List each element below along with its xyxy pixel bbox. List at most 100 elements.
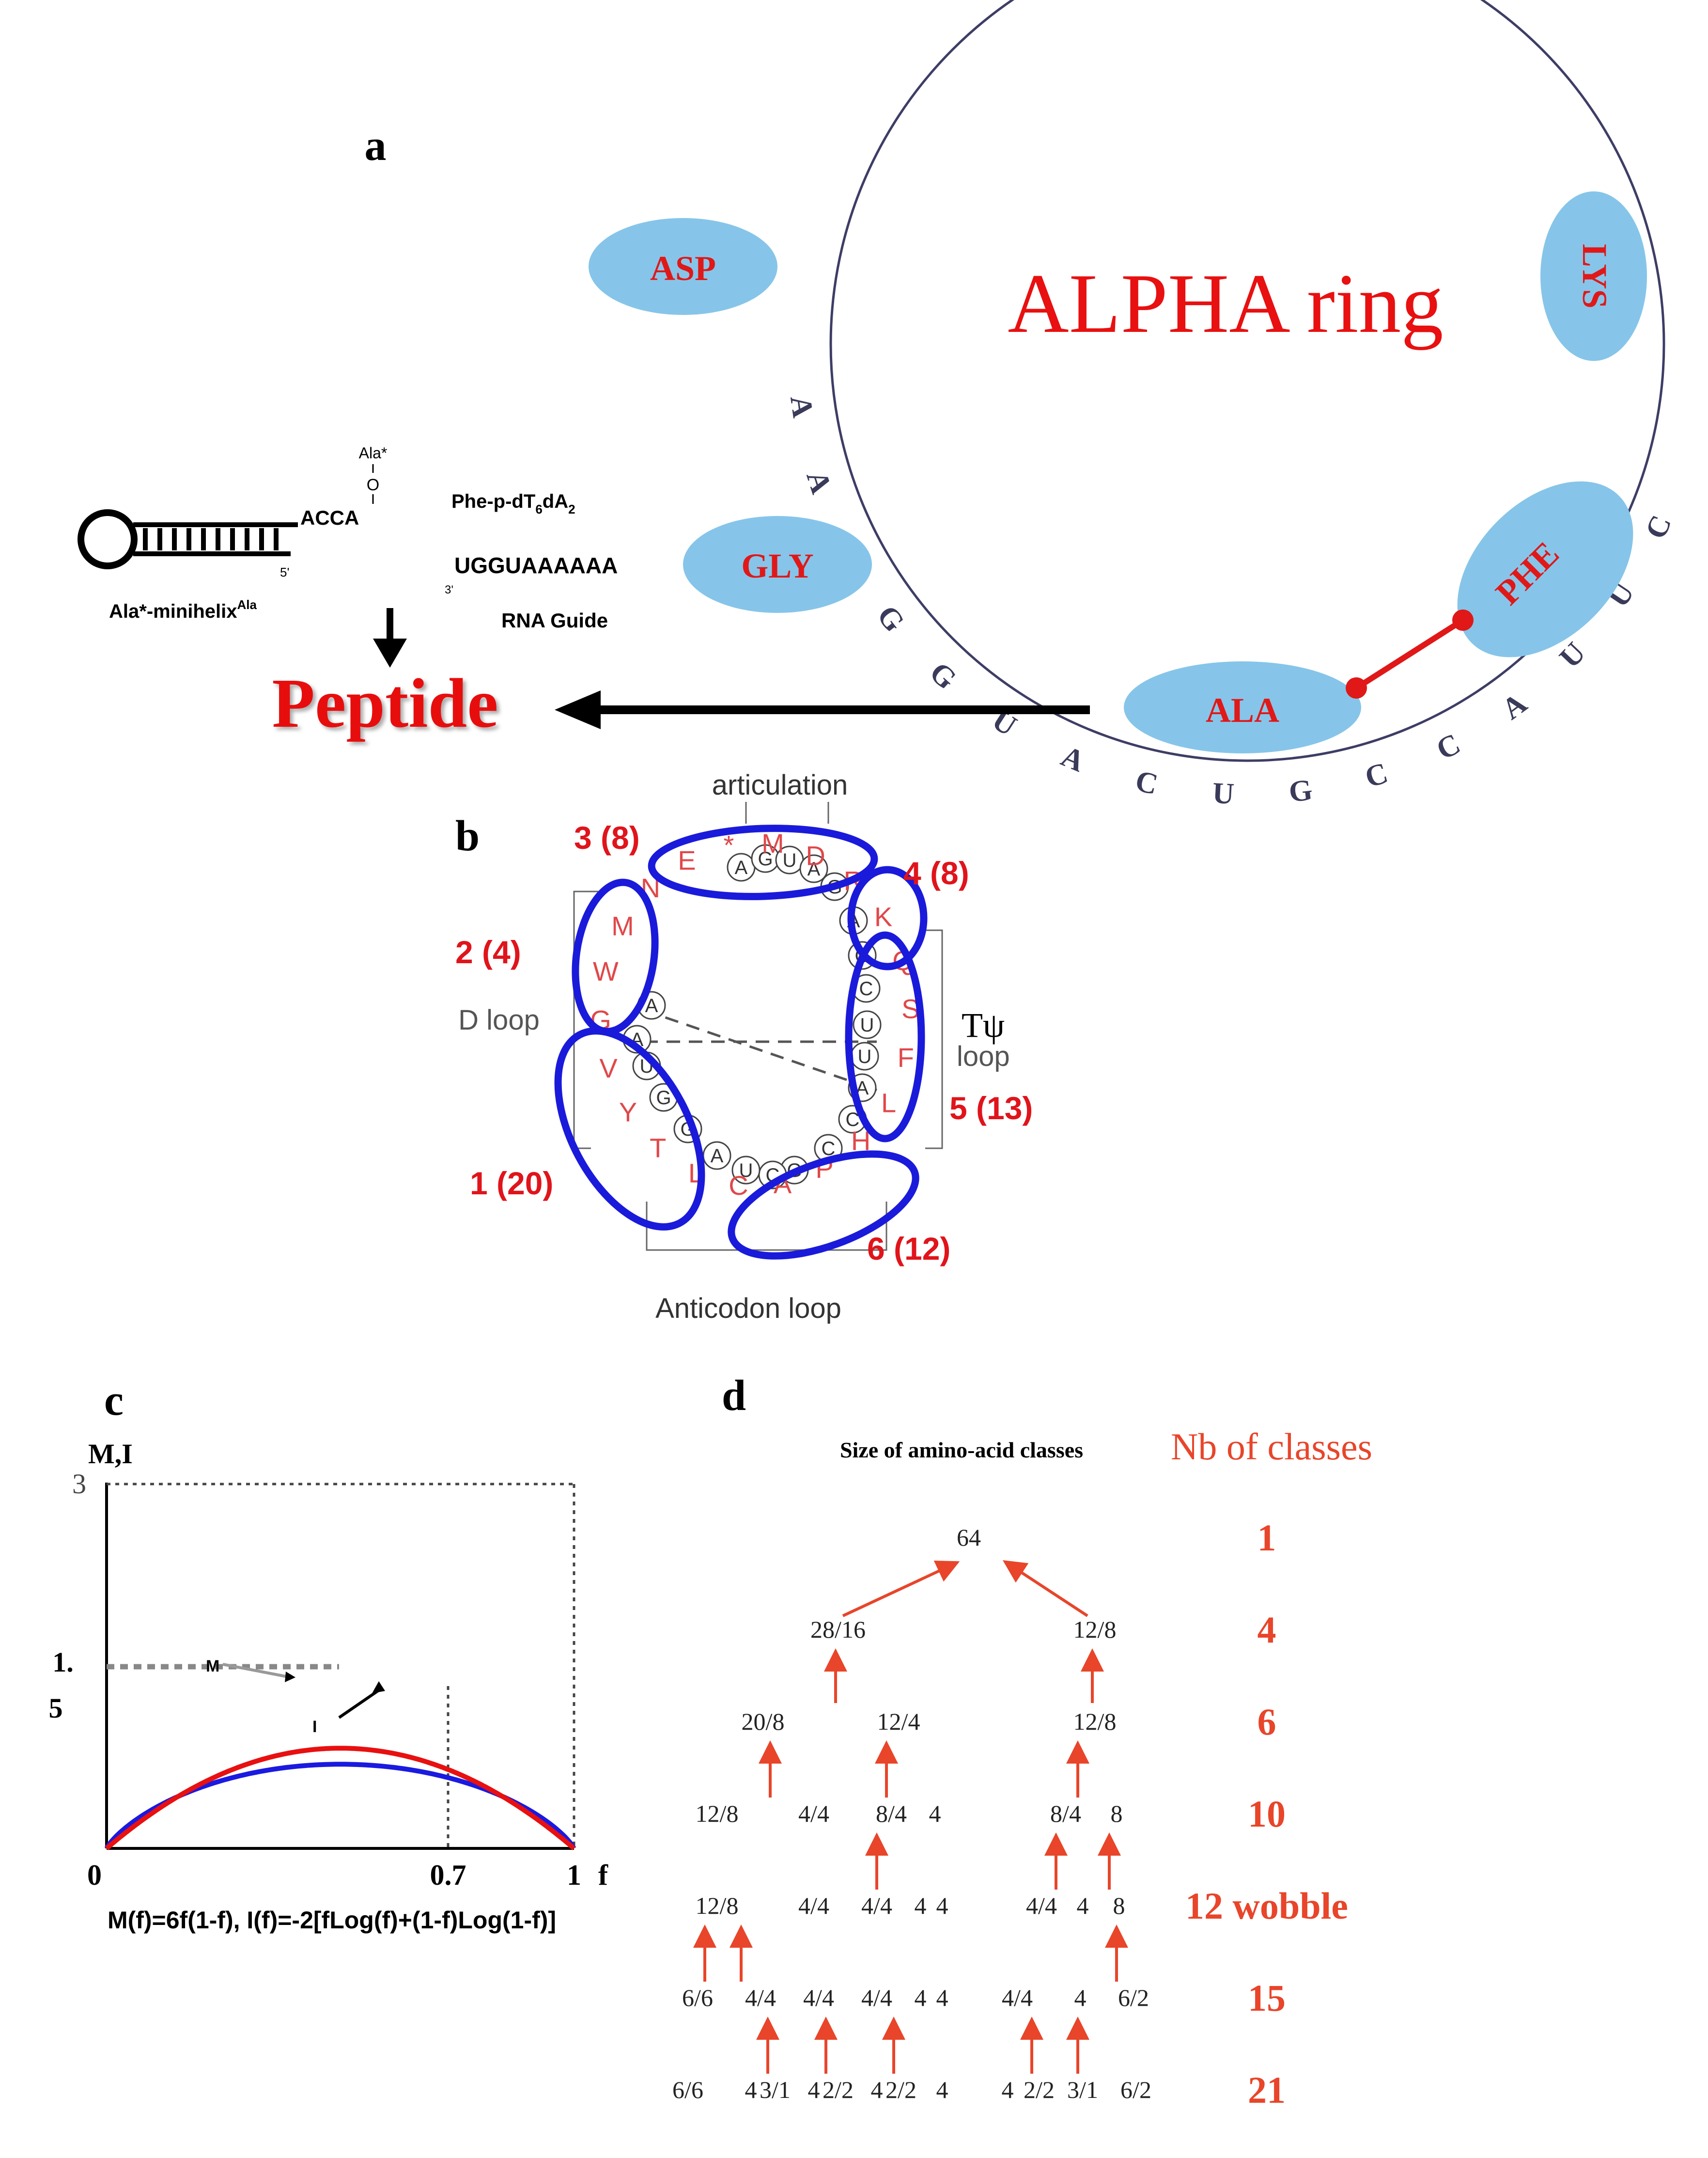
c-m-pointer-head [285, 1672, 295, 1682]
tree-arrow [1002, 1560, 1088, 1617]
d-loop-label: D loop [458, 1004, 540, 1036]
acca-label: ACCA [300, 506, 359, 529]
nucleotide-letter: U [739, 1160, 753, 1181]
nb-classes: 4 [1258, 1609, 1276, 1651]
minihelix-loop [78, 509, 138, 569]
class-tree-arrows [693, 1560, 1128, 2074]
class-size: 8/4 [876, 1800, 907, 1827]
ring-nucleotide: G [923, 656, 963, 696]
nb-classes: 10 [1248, 1793, 1286, 1835]
peptide-bond [1354, 617, 1465, 691]
ring-to-peptide-arrowhead [555, 690, 601, 729]
class-size: 6/6 [672, 2076, 703, 2103]
minihelix-label: Ala*-minihelix [109, 601, 237, 622]
gly-label: GLY [741, 547, 813, 585]
lys-label: LYS [1575, 244, 1614, 308]
class-size: 12/8 [696, 1800, 739, 1827]
ring-nucleotide: C [1639, 511, 1678, 544]
minihelix-basepairs [143, 528, 279, 550]
minihelix-sup: Ala [237, 597, 257, 612]
class-size: 3/1 [760, 2076, 791, 2103]
ring-nucleotide: A [800, 467, 838, 498]
class-size: 12/8 [1073, 1708, 1117, 1735]
class-6-outline [728, 1150, 919, 1260]
nucleotide-letter: A [807, 859, 821, 880]
amino-acid-letter: Y [619, 1096, 637, 1127]
panel-c-letter: c [104, 1376, 124, 1424]
amino-acid-letter: D [806, 841, 825, 871]
nb-classes: 12 wobble [1185, 1885, 1348, 1927]
class-size: 4 [1077, 1892, 1089, 1919]
class-size: 4 [808, 2076, 820, 2103]
amino-acid-letter: F [898, 1042, 914, 1073]
panel-b-letter: b [455, 812, 480, 860]
nucleotide-circle [853, 1010, 882, 1039]
curve-i [104, 1762, 576, 1850]
class-size: 4 [936, 1892, 948, 1919]
d-header-nb: Nb of classes [1171, 1425, 1372, 1468]
panel-c: c M,I 3 1. 5 M I 0 0.7 1 f M(f)=6f(1-f),… [49, 1376, 609, 1934]
t-loop-label: loop [957, 1041, 1010, 1072]
class-4-label: 4 (8) [903, 855, 969, 891]
c-ytick-3: 3 [72, 1468, 86, 1500]
ring-nucleotide: G [1287, 773, 1314, 809]
class-5-outline [845, 931, 925, 1142]
phe-mid: dA [543, 491, 568, 512]
panel-a: a ALPHA ring AAUGGUACUGCCAUUC ASP GLY LY… [78, 0, 1678, 811]
gly-ellipse [683, 516, 872, 613]
class-size: 64 [957, 1524, 981, 1551]
class-3-label: 3 (8) [574, 820, 640, 856]
class-2-label: 2 (4) [455, 934, 521, 970]
phe-prefix: Phe-p-dT [451, 491, 535, 512]
c-formula: M(f)=6f(1-f), I(f)=-2[fLog(f)+(1-f)Log(1… [108, 1907, 556, 1934]
nb-classes: 21 [1248, 2069, 1286, 2111]
guide-sequence: UGGUAAAAAA [454, 553, 618, 578]
phe-sub1: 6 [535, 502, 542, 516]
amino-acid-letter: C [729, 1170, 748, 1201]
c-m-pointer [222, 1663, 286, 1678]
minihelix-name: Ala*-minihelixAla [109, 597, 257, 622]
c-i-pointer-head [372, 1681, 385, 1693]
panel-a-letter: a [365, 122, 387, 170]
d-loop-bracket [573, 891, 598, 1149]
nb-classes: 15 [1248, 1977, 1286, 2019]
amino-acid-letter: M [611, 911, 634, 941]
c-ylabel: M,I [88, 1438, 133, 1470]
ring-nucleotide: U [1211, 777, 1235, 811]
alpha-ring-circle [829, 0, 1665, 762]
curve-m [105, 1746, 576, 1850]
three-prime-label: 3' [445, 583, 453, 596]
class-size: 4 [936, 1984, 948, 2011]
class-size: 4 [936, 2076, 948, 2103]
peptide-label: Peptide [272, 665, 498, 742]
nucleotide-circle [731, 1156, 761, 1185]
amino-acid-letter: V [599, 1053, 618, 1083]
class-3-outline [648, 825, 878, 900]
class-size: 4 [929, 1800, 941, 1827]
bond-end-phe [1452, 610, 1474, 631]
panel-d-letter: d [722, 1372, 746, 1420]
nb-classes: 1 [1258, 1517, 1276, 1559]
class-6-label: 6 (12) [867, 1231, 950, 1267]
class-size: 4/4 [861, 1892, 892, 1919]
articulation-label: articulation [712, 769, 848, 801]
t-psi-label: Tψ [962, 1006, 1005, 1045]
ring-nucleotide: C [1361, 756, 1391, 794]
class-labels: 3 (8) 4 (8) 2 (4) 5 (13) 1 (20) 6 (12) [455, 820, 1033, 1267]
class-size: 28/16 [810, 1616, 866, 1643]
phe-ellipse [1457, 481, 1633, 657]
down-arrow-head [373, 639, 407, 668]
ala-label: ALA [1206, 691, 1279, 730]
asp-label: ASP [650, 249, 716, 288]
c-xlabel: f [598, 1859, 608, 1891]
bond-end-ala [1346, 677, 1367, 699]
ring-nucleotide: A [1056, 740, 1089, 779]
class-size: 4 [871, 2076, 883, 2103]
class-size: 4 [1074, 1984, 1087, 2011]
anticodon-bracket [646, 1202, 887, 1251]
minihelix: ACCA Ala* O 5' Ala*-minihelixAla [78, 444, 387, 622]
nucleotide-circle [799, 854, 828, 883]
panel-b: b articulation D loop Tψ loop Anticodon … [455, 769, 1033, 1324]
ring-nucleotide: C [1133, 765, 1161, 801]
